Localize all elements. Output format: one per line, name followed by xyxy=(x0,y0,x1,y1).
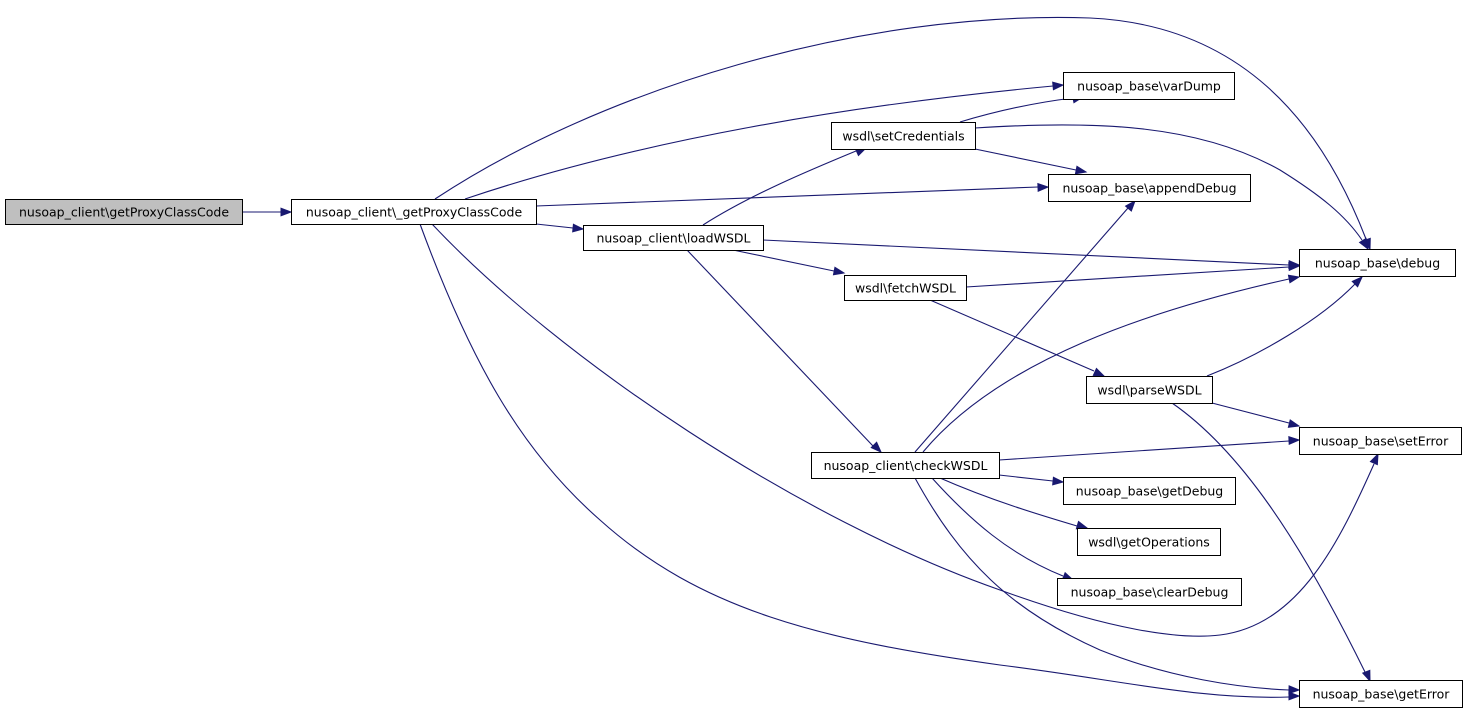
arrowhead xyxy=(1288,262,1301,272)
arrowhead xyxy=(870,441,882,453)
node-getOperations[interactable]: wsdl\getOperations xyxy=(1077,528,1221,556)
node-box xyxy=(811,452,1000,479)
edge-_getProxyClassCode-to-getError xyxy=(419,223,1301,701)
node-box xyxy=(831,122,976,150)
arrowhead xyxy=(1351,276,1363,288)
arrowhead xyxy=(1052,476,1065,486)
edge-setCredentials-to-appendDebug xyxy=(974,148,1088,175)
node-setError[interactable]: nusoap_base\setError xyxy=(1299,427,1462,455)
edge-loadWSDL-to-fetchWSDL xyxy=(732,249,846,276)
node-getError[interactable]: nusoap_base\getError xyxy=(1299,680,1463,708)
node-label: nusoap_client\getProxyClassCode xyxy=(19,205,229,220)
edge-fetchWSDL-to-parseWSDL xyxy=(929,299,1106,377)
node-box xyxy=(291,199,537,225)
node-label: nusoap_client\_getProxyClassCode xyxy=(306,205,523,220)
edge-loadWSDL-to-debug xyxy=(762,239,1301,270)
arrowhead xyxy=(1361,669,1371,683)
node-box xyxy=(1077,528,1221,556)
node-box xyxy=(1299,680,1463,708)
arrowhead xyxy=(1288,685,1301,695)
node-box xyxy=(1063,72,1235,100)
node-box xyxy=(5,199,243,225)
node-box xyxy=(1048,174,1251,202)
edge-checkWSDL-to-getError xyxy=(914,477,1301,695)
node-label: wsdl\fetchWSDL xyxy=(855,281,956,296)
node-checkWSDL[interactable]: nusoap_client\checkWSDL xyxy=(811,452,1000,479)
node-parseWSDL[interactable]: wsdl\parseWSDL xyxy=(1086,376,1213,404)
node-clearDebug[interactable]: nusoap_base\clearDebug xyxy=(1057,578,1242,606)
nodes-layer: nusoap_client\getProxyClassCode nusoap_cl… xyxy=(5,72,1463,708)
node-loadWSDL[interactable]: nusoap_client\loadWSDL xyxy=(583,225,764,251)
arrowhead xyxy=(280,207,293,217)
node-label: nusoap_client\checkWSDL xyxy=(824,458,988,473)
edge-checkWSDL-to-setError xyxy=(998,436,1301,461)
node-getProxyClassCode[interactable]: nusoap_client\getProxyClassCode xyxy=(5,199,243,225)
node-debug[interactable]: nusoap_base\debug xyxy=(1299,249,1456,277)
edge-fetchWSDL-to-debug xyxy=(965,262,1301,288)
node-label: wsdl\getOperations xyxy=(1088,535,1210,550)
arrowhead xyxy=(1037,182,1050,192)
arrowhead xyxy=(1287,419,1301,428)
node-label: nusoap_base\clearDebug xyxy=(1071,585,1229,600)
arrowhead xyxy=(1052,81,1065,91)
node-label: nusoap_base\varDump xyxy=(1077,79,1221,94)
node-label: nusoap_base\appendDebug xyxy=(1062,181,1236,196)
edge-parseWSDL-to-debug xyxy=(1206,276,1363,377)
arrowhead xyxy=(1288,691,1301,701)
edge-_getProxyClassCode-to-appendDebug xyxy=(535,182,1050,207)
node-label: nusoap_base\debug xyxy=(1315,256,1440,271)
edges-layer xyxy=(242,16,1379,701)
edge-setCredentials-to-debug xyxy=(974,124,1369,251)
arrowhead xyxy=(572,223,585,233)
node-box xyxy=(1063,477,1236,505)
arrowhead xyxy=(1074,165,1088,175)
node-appendDebug[interactable]: nusoap_base\appendDebug xyxy=(1048,174,1251,202)
edge-loadWSDL-to-checkWSDL xyxy=(686,249,882,453)
node-label: nusoap_base\getDebug xyxy=(1076,484,1224,499)
edge-parseWSDL-to-getError xyxy=(1171,402,1371,683)
node-label: nusoap_base\getError xyxy=(1313,687,1451,702)
node-label: nusoap_client\loadWSDL xyxy=(597,231,751,246)
edge-loadWSDL-to-setCredentials xyxy=(702,147,868,226)
arrowhead xyxy=(1124,199,1136,212)
arrowhead xyxy=(1092,367,1106,377)
edge-_getProxyClassCode-to-setError xyxy=(431,223,1379,637)
node-label: wsdl\setCredentials xyxy=(842,129,964,144)
node-box xyxy=(1299,249,1456,277)
arrowhead xyxy=(1287,274,1301,284)
edge-checkWSDL-to-appendDebug xyxy=(914,199,1136,453)
arrowhead xyxy=(1288,436,1301,446)
node-box xyxy=(844,275,967,301)
edge-parseWSDL-to-setError xyxy=(1211,402,1301,428)
arrowhead xyxy=(1075,520,1089,530)
node-label: nusoap_base\setError xyxy=(1313,434,1449,449)
edge-_getProxyClassCode-to-varDump xyxy=(464,81,1065,200)
node-box xyxy=(1086,376,1213,404)
node-varDump[interactable]: nusoap_base\varDump xyxy=(1063,72,1235,100)
edge-_getProxyClassCode-to-loadWSDL xyxy=(535,223,585,233)
node-box xyxy=(583,225,764,251)
node-box xyxy=(1057,578,1242,606)
node-setCredentials[interactable]: wsdl\setCredentials xyxy=(831,122,976,150)
edge-checkWSDL-to-debug xyxy=(922,274,1301,453)
node-fetchWSDL[interactable]: wsdl\fetchWSDL xyxy=(844,275,967,301)
node-label: wsdl\parseWSDL xyxy=(1097,383,1201,398)
edge-checkWSDL-to-clearDebug xyxy=(931,477,1075,581)
node-box xyxy=(1299,427,1462,455)
node-_getProxyClassCode[interactable]: nusoap_client\_getProxyClassCode xyxy=(291,199,537,225)
node-getDebug[interactable]: nusoap_base\getDebug xyxy=(1063,477,1236,505)
edge-getProxyClassCode-to-_getProxyClassCode xyxy=(242,207,293,217)
edge-checkWSDL-to-getDebug xyxy=(998,474,1065,486)
arrowhead xyxy=(1358,237,1369,251)
arrowhead xyxy=(1369,452,1379,466)
arrowhead xyxy=(832,266,846,276)
